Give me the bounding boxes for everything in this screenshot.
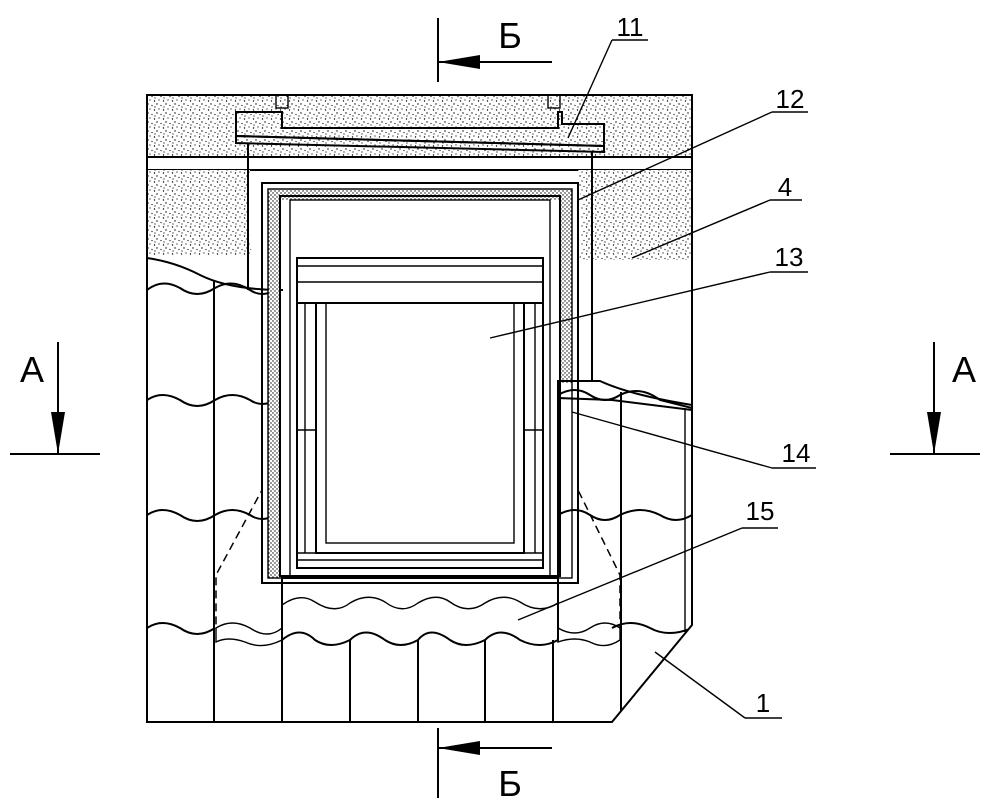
window-sash-13 — [296, 257, 544, 569]
flashing-11 — [235, 94, 605, 381]
apron-15 — [215, 577, 621, 647]
section-a-right-label: А — [952, 349, 976, 390]
section-b-bottom: Б — [437, 728, 552, 799]
callout-13-label: 13 — [775, 242, 804, 272]
section-b-top-label: Б — [498, 15, 522, 56]
section-a-right: А — [890, 342, 980, 455]
callout-14-label: 14 — [782, 438, 811, 468]
roof-tiles-1 — [147, 257, 692, 722]
section-a-left: А — [10, 342, 100, 455]
callout-4: 4 — [631, 172, 802, 259]
callout-15-label: 15 — [746, 496, 775, 526]
callout-15: 15 — [517, 496, 778, 621]
hidden-contours — [215, 290, 621, 628]
callout-11: 11 — [567, 12, 648, 139]
insulation-layer-top — [147, 95, 692, 171]
callout-4-label: 4 — [778, 172, 792, 202]
callout-11-label: 11 — [617, 12, 644, 42]
section-a-left-label: А — [20, 349, 44, 390]
callout-12: 12 — [577, 84, 808, 201]
section-b-bottom-label: Б — [498, 763, 522, 799]
callout-12-label: 12 — [776, 84, 805, 114]
callout-1: 1 — [654, 651, 782, 719]
section-b-top: Б — [437, 15, 552, 82]
callout-14: 14 — [571, 411, 816, 469]
callout-13: 13 — [489, 242, 808, 339]
callout-1-label: 1 — [756, 688, 770, 718]
side-cover-14 — [557, 380, 693, 578]
